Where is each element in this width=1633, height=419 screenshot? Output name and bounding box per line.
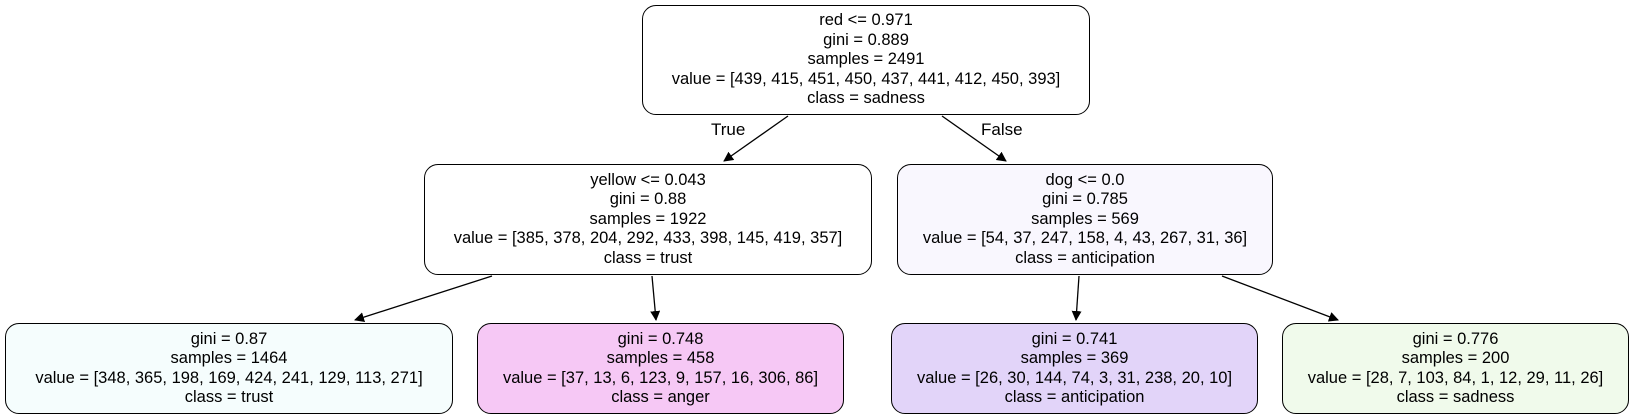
edge-left-to-left-right bbox=[650, 275, 661, 321]
node-class: class = trust bbox=[184, 388, 274, 406]
tree-node-left: yellow <= 0.043 gini = 0.88 samples = 19… bbox=[424, 164, 872, 275]
node-gini: gini = 0.88 bbox=[609, 190, 687, 209]
node-samples: samples = 569 bbox=[1031, 209, 1139, 228]
node-class: class = sadness bbox=[807, 89, 925, 108]
edge-root-to-left bbox=[723, 115, 789, 162]
node-samples: samples = 458 bbox=[606, 349, 715, 367]
node-value: value = [439, 415, 451, 450, 437, 441, 4… bbox=[671, 69, 1061, 88]
node-split-condition: dog <= 0.0 bbox=[1045, 170, 1125, 189]
node-samples: samples = 200 bbox=[1401, 349, 1510, 367]
edge-right-to-right-left bbox=[1071, 275, 1082, 321]
node-class: class = sadness bbox=[1396, 388, 1515, 406]
node-class: class = trust bbox=[603, 248, 693, 267]
node-split-condition: red <= 0.971 bbox=[819, 11, 913, 30]
tree-node-root: red <= 0.971 gini = 0.889 samples = 2491… bbox=[642, 5, 1090, 115]
node-value: value = [37, 13, 6, 123, 9, 157, 16, 306… bbox=[502, 368, 819, 387]
tree-leaf-right-right: gini = 0.776 samples = 200 value = [28, … bbox=[1282, 323, 1629, 414]
node-gini: gini = 0.87 bbox=[190, 329, 268, 348]
tree-leaf-left-left: gini = 0.87 samples = 1464 value = [348,… bbox=[5, 323, 453, 414]
node-samples: samples = 1464 bbox=[170, 349, 288, 367]
edge-label-false: False bbox=[981, 120, 1023, 139]
node-gini: gini = 0.748 bbox=[617, 329, 704, 348]
node-gini: gini = 0.889 bbox=[823, 30, 909, 49]
tree-leaf-left-right: gini = 0.748 samples = 458 value = [37, … bbox=[477, 323, 844, 414]
node-gini: gini = 0.741 bbox=[1031, 329, 1118, 348]
node-samples: samples = 1922 bbox=[589, 209, 707, 228]
tree-node-right: dog <= 0.0 gini = 0.785 samples = 569 va… bbox=[897, 164, 1273, 275]
tree-leaf-right-left: gini = 0.741 samples = 369 value = [26, … bbox=[891, 323, 1258, 414]
node-gini: gini = 0.785 bbox=[1042, 190, 1128, 209]
node-value: value = [28, 7, 103, 84, 1, 12, 29, 11, … bbox=[1307, 368, 1604, 387]
node-value: value = [385, 378, 204, 292, 433, 398, 1… bbox=[453, 229, 843, 248]
node-class: class = anticipation bbox=[1004, 388, 1145, 406]
edge-left-to-left-left bbox=[354, 275, 493, 323]
node-gini: gini = 0.776 bbox=[1412, 329, 1499, 348]
node-value: value = [348, 365, 198, 169, 424, 241, 1… bbox=[35, 368, 423, 387]
node-value: value = [54, 37, 247, 158, 4, 43, 267, 3… bbox=[922, 229, 1248, 248]
node-value: value = [26, 30, 144, 74, 3, 31, 238, 20… bbox=[916, 368, 1233, 387]
node-samples: samples = 369 bbox=[1020, 349, 1129, 367]
node-split-condition: yellow <= 0.043 bbox=[590, 170, 706, 189]
edge-root-to-right bbox=[941, 115, 1007, 162]
node-class: class = anticipation bbox=[1015, 248, 1155, 267]
node-class: class = anger bbox=[611, 388, 710, 406]
edge-label-true: True bbox=[711, 120, 746, 139]
node-samples: samples = 2491 bbox=[807, 50, 925, 69]
edge-right-to-right-right bbox=[1221, 275, 1339, 322]
